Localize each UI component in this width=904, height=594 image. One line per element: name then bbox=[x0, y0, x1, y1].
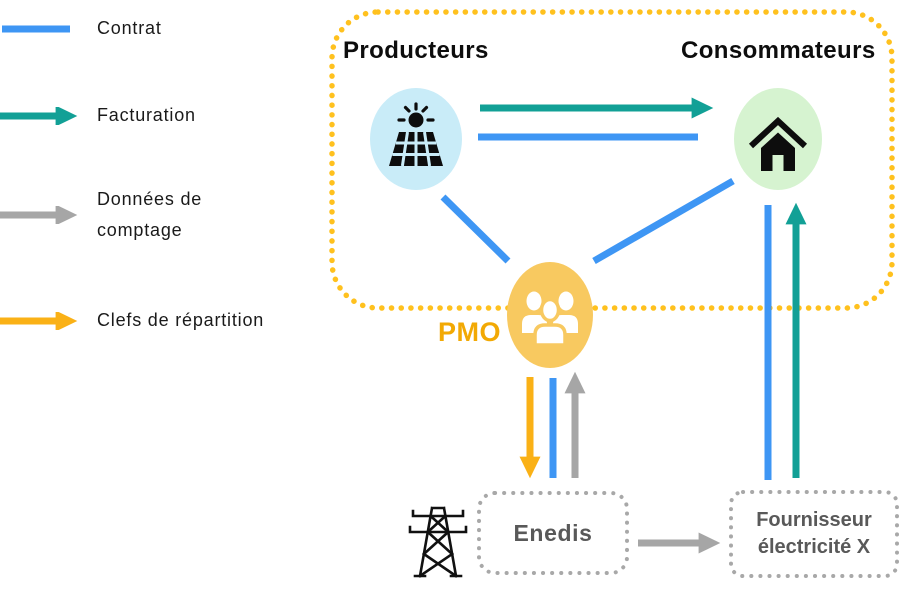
contract-line-producers-pmo bbox=[440, 194, 511, 264]
enedis-box bbox=[477, 491, 629, 575]
legend-item-contrat: Contrat bbox=[0, 13, 162, 44]
supplier-box bbox=[729, 490, 899, 578]
pmo-label: PMO bbox=[438, 317, 502, 347]
supplier-label-line2: électricité X bbox=[757, 536, 871, 558]
legend-label-contrat: Contrat bbox=[97, 18, 162, 38]
consumers-label: Consommateurs bbox=[681, 37, 876, 64]
legend-item-clefs-repartition: Clefs de répartition bbox=[0, 305, 264, 336]
legend-label-donnees-comptage: Données de comptage bbox=[97, 189, 203, 240]
enedis-label: Enedis bbox=[479, 493, 627, 573]
billing-arrow-key-icon bbox=[0, 106, 78, 125]
transmission-tower-icon bbox=[408, 506, 468, 578]
solar-panel-icon bbox=[389, 102, 443, 167]
legend-item-donnees-comptage: Données de comptage bbox=[0, 184, 233, 246]
producers-label: Producteurs bbox=[343, 37, 489, 64]
legend-label-facturation: Facturation bbox=[97, 105, 196, 125]
people-icon bbox=[522, 291, 578, 347]
supplier-label-line1: Fournisseur bbox=[756, 509, 872, 531]
enedis-label-text: Enedis bbox=[513, 519, 593, 546]
community-boundary bbox=[329, 9, 895, 311]
house-icon bbox=[748, 116, 808, 171]
supplier-label: Fournisseur électricité X bbox=[731, 492, 897, 576]
metering-arrow-key-icon bbox=[0, 206, 78, 224]
contract-line-consumers-pmo bbox=[592, 177, 735, 265]
legend-item-facturation: Facturation bbox=[0, 100, 196, 131]
contract-line-key-icon bbox=[2, 25, 70, 32]
legend-label-clefs-repartition: Clefs de répartition bbox=[97, 310, 265, 330]
allocation-arrow-key-icon bbox=[0, 311, 78, 330]
